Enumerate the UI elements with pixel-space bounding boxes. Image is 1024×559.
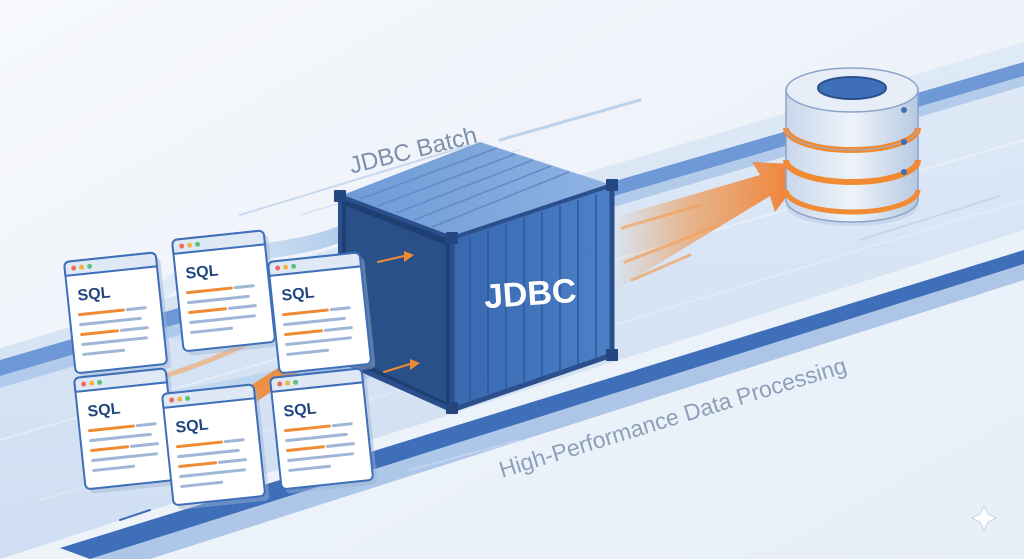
sql-document-label: SQL — [87, 400, 122, 420]
window-dot-icon — [283, 264, 289, 270]
container-label: JDBC — [483, 272, 578, 316]
container-top — [340, 142, 612, 238]
sql-document-label: SQL — [281, 284, 316, 304]
window-dot-icon — [285, 380, 291, 386]
window-dot-icon — [293, 379, 299, 385]
window-dot-icon — [277, 381, 283, 387]
sql-document-card: SQL — [269, 367, 378, 494]
sql-document-label: SQL — [175, 416, 210, 436]
sql-document-card: SQL — [73, 367, 182, 494]
window-dot-icon — [87, 263, 93, 269]
window-dot-icon — [185, 395, 191, 401]
window-dot-icon — [79, 264, 85, 270]
window-dot-icon — [71, 265, 77, 271]
sql-document-label: SQL — [185, 262, 220, 282]
window-dot-icon — [179, 243, 185, 249]
container-front — [452, 185, 612, 410]
sql-document-card: SQL — [171, 229, 280, 356]
sql-document-card: SQL — [63, 251, 172, 378]
window-dot-icon — [291, 263, 297, 269]
window-dot-icon — [169, 397, 175, 403]
sparkle-icon — [970, 504, 998, 532]
sql-document-card: SQL — [161, 383, 270, 510]
sql-document-label: SQL — [283, 400, 318, 420]
sql-documents: SQL SQL SQL SQL SQL SQL — [63, 229, 378, 510]
data-stream-orange-out — [612, 162, 810, 292]
window-dot-icon — [195, 241, 201, 247]
window-dot-icon — [81, 381, 87, 387]
window-dot-icon — [97, 379, 103, 385]
window-dot-icon — [187, 242, 193, 248]
window-dot-icon — [275, 265, 281, 271]
sql-document-card: SQL — [267, 251, 376, 378]
sql-document-label: SQL — [77, 284, 112, 304]
database-icon — [783, 67, 921, 226]
window-dot-icon — [89, 380, 95, 386]
window-dot-icon — [177, 396, 183, 402]
